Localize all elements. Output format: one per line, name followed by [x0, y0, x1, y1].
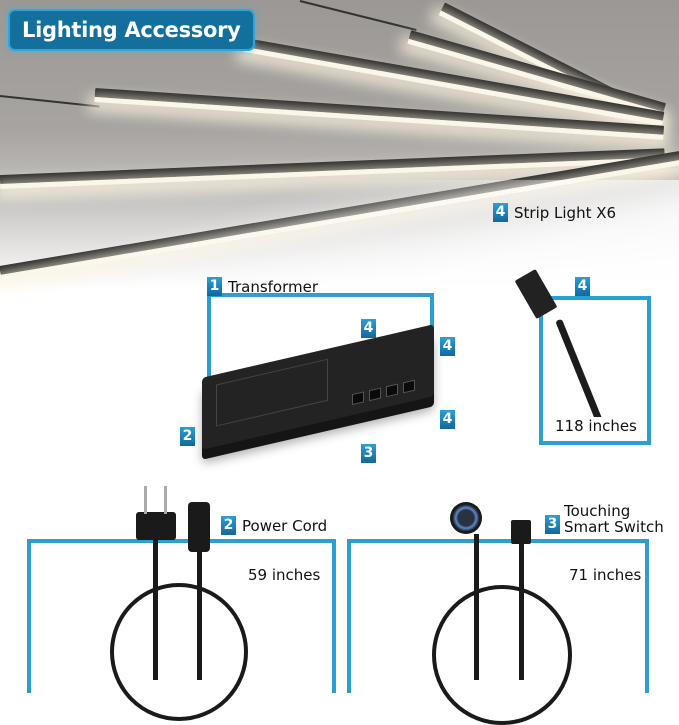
power-cord-frame — [27, 539, 336, 693]
number-badge: 2 — [221, 516, 236, 535]
number-badge: 1 — [207, 277, 222, 296]
us-plug-icon — [136, 512, 176, 540]
smart-switch-coil-icon — [432, 585, 572, 725]
number-badge: 4 — [493, 203, 508, 222]
number-badge: 3 — [545, 515, 560, 534]
smart-switch-length: 71 inches — [569, 566, 642, 584]
touch-switch-icon — [450, 502, 482, 534]
power-cord-caption: 2 Power Cord — [221, 515, 330, 535]
smart-switch-label-line1: Touching — [564, 502, 631, 520]
transformer-caption: 1 Transformer — [207, 276, 318, 296]
switch-connector-icon — [511, 520, 531, 544]
power-cord-cable — [153, 540, 158, 680]
c7-connector-icon — [188, 502, 210, 552]
transformer-ports — [352, 374, 420, 409]
port — [369, 387, 381, 402]
page-title: Lighting Accessory — [8, 9, 255, 51]
power-cord-cable — [197, 550, 202, 680]
port-marker-2: 2 — [180, 427, 195, 446]
connector-cable-length: 118 inches — [555, 417, 637, 435]
port — [386, 383, 398, 398]
strip-light-label: Strip Light X6 — [514, 203, 617, 222]
smart-switch-caption: 3 Touching Smart Switch — [545, 503, 664, 535]
number-badge: 4 — [575, 277, 590, 296]
power-cord-label: Power Cord — [242, 516, 328, 535]
smart-switch-frame — [347, 539, 649, 693]
smart-switch-cable — [474, 534, 479, 680]
port-marker-3: 3 — [361, 444, 376, 463]
transformer-label: Transformer — [228, 277, 319, 296]
power-cord-coil-icon — [110, 583, 248, 721]
port — [403, 379, 415, 394]
smart-switch-label-line2: Smart Switch — [564, 518, 664, 536]
connector-cable-frame — [539, 296, 651, 445]
plug-prong — [164, 486, 167, 514]
port-marker-4-right: 4 — [440, 337, 455, 356]
port — [352, 391, 364, 406]
plug-prong — [144, 486, 147, 514]
strip-light-caption: 4 Strip Light X6 — [493, 202, 616, 222]
smart-switch-label: Touching Smart Switch — [564, 503, 664, 535]
port-marker-4-side: 4 — [440, 410, 455, 429]
smart-switch-cable — [519, 544, 524, 680]
port-marker-4-top: 4 — [361, 319, 376, 338]
wall-fade — [0, 180, 679, 300]
power-cord-length: 59 inches — [248, 566, 321, 584]
